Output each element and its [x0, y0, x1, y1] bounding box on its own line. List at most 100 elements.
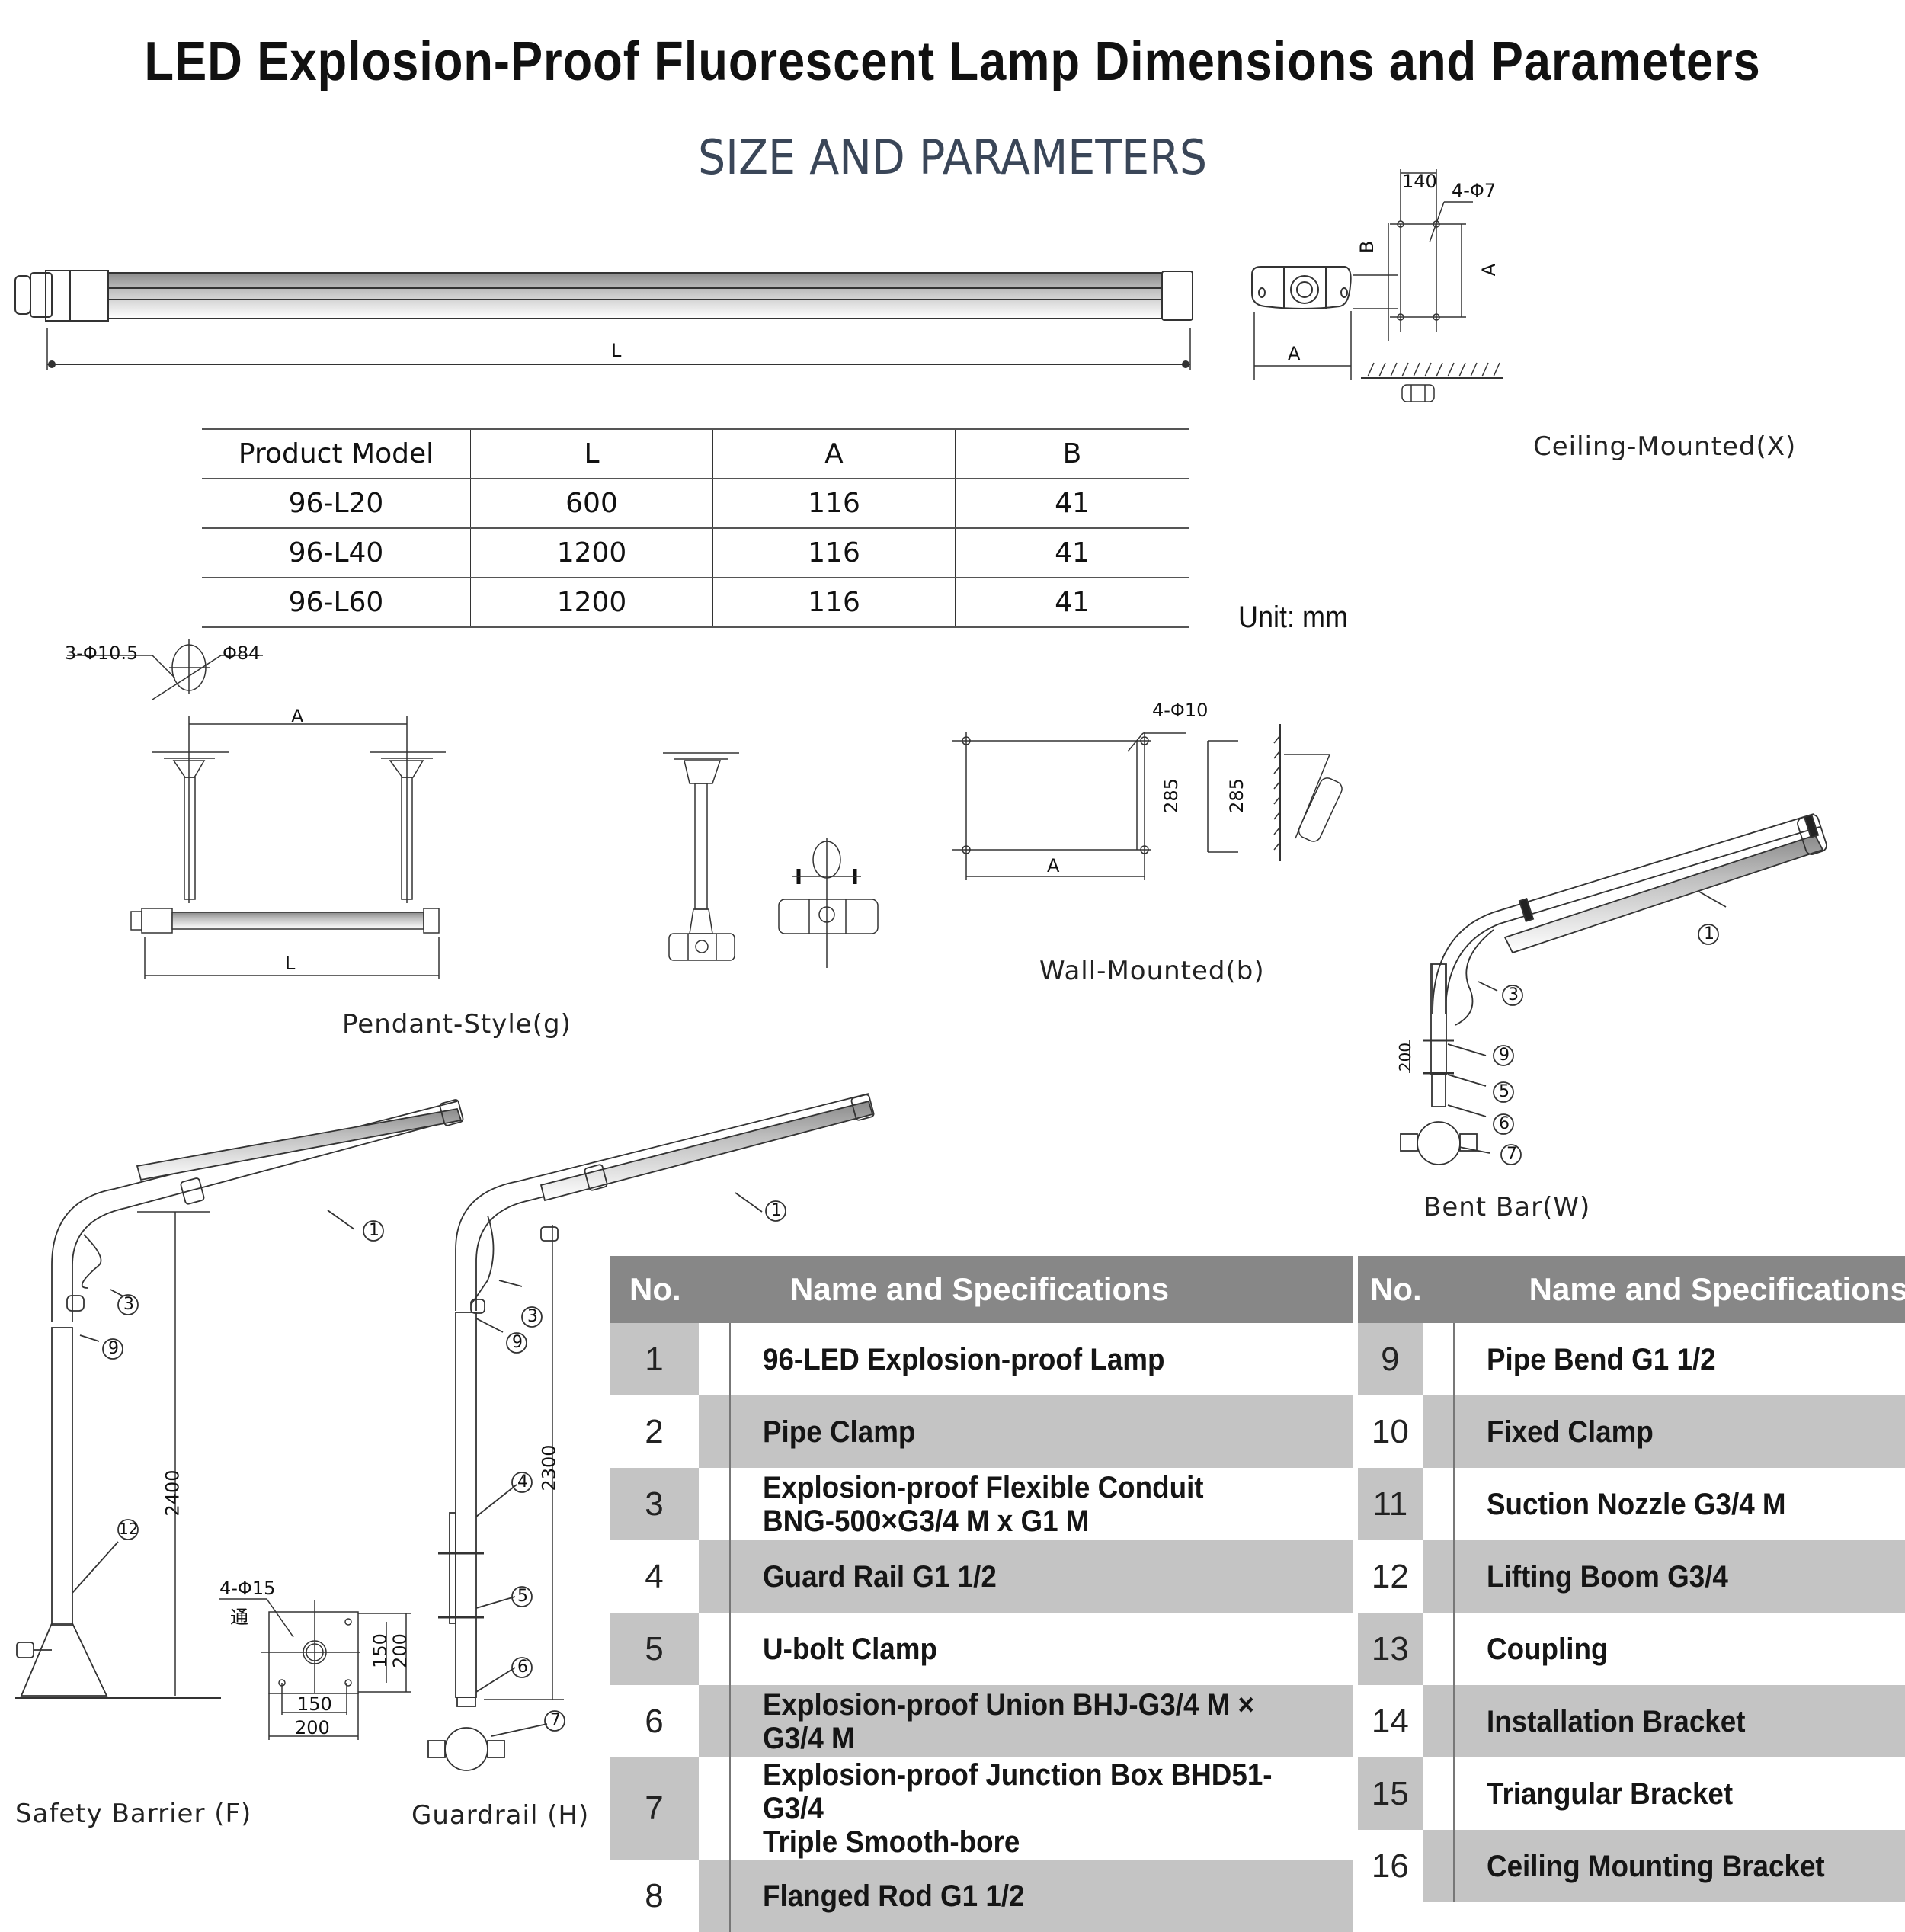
guardrail-height-label: 2300	[538, 1444, 560, 1491]
part-name-line: Coupling	[1486, 1632, 1609, 1666]
table-row: 96-L20 600 116 41	[202, 478, 1189, 529]
bent-callout-1: 1	[1704, 924, 1714, 944]
cell-l: 1200	[470, 577, 713, 628]
dimension-table: Product Model L A B 96-L20 600 116 41 96…	[202, 428, 1189, 628]
row-spacer	[699, 1323, 730, 1395]
row-spacer	[1422, 1540, 1454, 1613]
row-spacer	[699, 1860, 730, 1932]
bent-callout-7: 7	[1506, 1145, 1517, 1164]
part-name: Installation Bracket	[1452, 1685, 1905, 1757]
base-plate-outer-width: 200	[295, 1717, 330, 1738]
cell-model: 96-L60	[202, 577, 471, 628]
part-name: U-bolt Clamp	[729, 1613, 1353, 1685]
cell-b: 41	[955, 478, 1189, 529]
base-plate-drawing	[219, 1598, 411, 1740]
safety-barrier-caption: Safety Barrier (F)	[15, 1799, 252, 1829]
part-name-line: Ceiling Mounting Bracket	[1486, 1849, 1825, 1883]
ceiling-spacing-label: 140	[1402, 171, 1437, 192]
cell-model: 96-L20	[202, 478, 471, 529]
base-plate-inner-height: 150	[369, 1633, 391, 1668]
part-name-line: Installation Bracket	[1486, 1704, 1746, 1738]
wall-width-label: A	[1047, 855, 1060, 876]
bent-callout-6: 6	[1499, 1114, 1510, 1133]
guard-callout-1: 1	[771, 1201, 782, 1220]
row-spacer	[1422, 1613, 1454, 1685]
part-name: Triangular Bracket	[1452, 1757, 1905, 1830]
guardrail-drawing	[427, 1093, 875, 1771]
header-name: Name and Specifications	[699, 1256, 1353, 1323]
part-number: 11	[1358, 1468, 1423, 1540]
cell-a: 116	[712, 577, 956, 628]
safety-callout-3: 3	[123, 1295, 134, 1314]
base-plate-note: 通	[230, 1607, 248, 1628]
ceiling-mounted-caption: Ceiling-Mounted(X)	[1533, 431, 1797, 462]
header-a: A	[712, 428, 956, 479]
dimension-table-header: Product Model L A B	[202, 428, 1189, 479]
guardrail-caption: Guardrail (H)	[411, 1800, 590, 1831]
part-name: Flanged Rod G1 1/2	[729, 1860, 1353, 1932]
page-subtitle: SIZE AND PARAMETERS	[697, 130, 1208, 185]
part-name: Pipe Bend G1 1/2	[1452, 1323, 1905, 1395]
guard-callout-4: 4	[517, 1472, 528, 1491]
guard-callout-5: 5	[517, 1587, 528, 1606]
wall-mounted-caption: Wall-Mounted(b)	[1039, 956, 1265, 986]
ceiling-holes-label: 4-Φ7	[1452, 180, 1497, 201]
row-spacer	[699, 1613, 730, 1685]
wall-holes-label: 4-Φ10	[1152, 700, 1209, 721]
part-name-line: Fixed Clamp	[1486, 1415, 1654, 1449]
end-view-width-label: A	[1288, 343, 1301, 364]
header-b: B	[955, 428, 1189, 479]
cell-model: 96-L40	[202, 527, 471, 578]
pendant-length-label: L	[285, 953, 296, 974]
part-name-line: Guard Rail G1 1/2	[763, 1559, 997, 1594]
cell-a: 116	[712, 527, 956, 578]
row-spacer	[1422, 1395, 1454, 1468]
safety-height-label: 2400	[162, 1469, 184, 1517]
part-name-line: Triangular Bracket	[1486, 1777, 1733, 1811]
part-name: Ceiling Mounting Bracket	[1452, 1830, 1905, 1902]
part-name: Lifting Boom G3/4	[1452, 1540, 1905, 1613]
cell-b: 41	[955, 577, 1189, 628]
part-number: 4	[610, 1540, 699, 1613]
part-name-line: Explosion-proof Union BHJ-G3/4 M × G3/4 …	[763, 1687, 1255, 1755]
part-name: Coupling	[1452, 1613, 1905, 1685]
cell-l: 600	[470, 478, 713, 529]
part-name-line: BNG-500×G3/4 M x G1 M	[763, 1504, 1090, 1538]
pendant-mount-drawing	[67, 639, 879, 979]
bent-callout-5: 5	[1499, 1082, 1510, 1101]
part-number: 5	[610, 1613, 699, 1685]
parts-row: 16 Ceiling Mounting Bracket	[1358, 1830, 1905, 1902]
part-name-line: Flanged Rod G1 1/2	[763, 1879, 1025, 1913]
pendant-holes-label: 3-Φ10.5	[65, 642, 139, 664]
part-number: 16	[1358, 1830, 1423, 1902]
end-view-height-label: B	[1356, 240, 1378, 254]
header-no: No.	[610, 1256, 699, 1323]
cell-b: 41	[955, 527, 1189, 578]
bent-bar-caption: Bent Bar(W)	[1423, 1192, 1591, 1222]
part-name-line: Triple Smooth-bore	[763, 1825, 1020, 1859]
table-row: 96-L60 1200 116 41	[202, 577, 1189, 628]
page-title: LED Explosion-Proof Fluorescent Lamp Dim…	[144, 31, 1761, 92]
base-plate-inner-width: 150	[297, 1693, 332, 1715]
row-spacer	[699, 1540, 730, 1613]
wall-mount-drawing	[952, 724, 1343, 880]
cell-a: 116	[712, 478, 956, 529]
part-number: 15	[1358, 1757, 1423, 1830]
header-name: Name and Specifications	[1422, 1256, 1905, 1323]
part-name: Suction Nozzle G3/4 M	[1452, 1468, 1905, 1540]
part-name: Fixed Clamp	[1452, 1395, 1905, 1468]
part-name-line: Pipe Clamp	[763, 1415, 916, 1449]
part-name: Pipe Clamp	[729, 1395, 1353, 1468]
